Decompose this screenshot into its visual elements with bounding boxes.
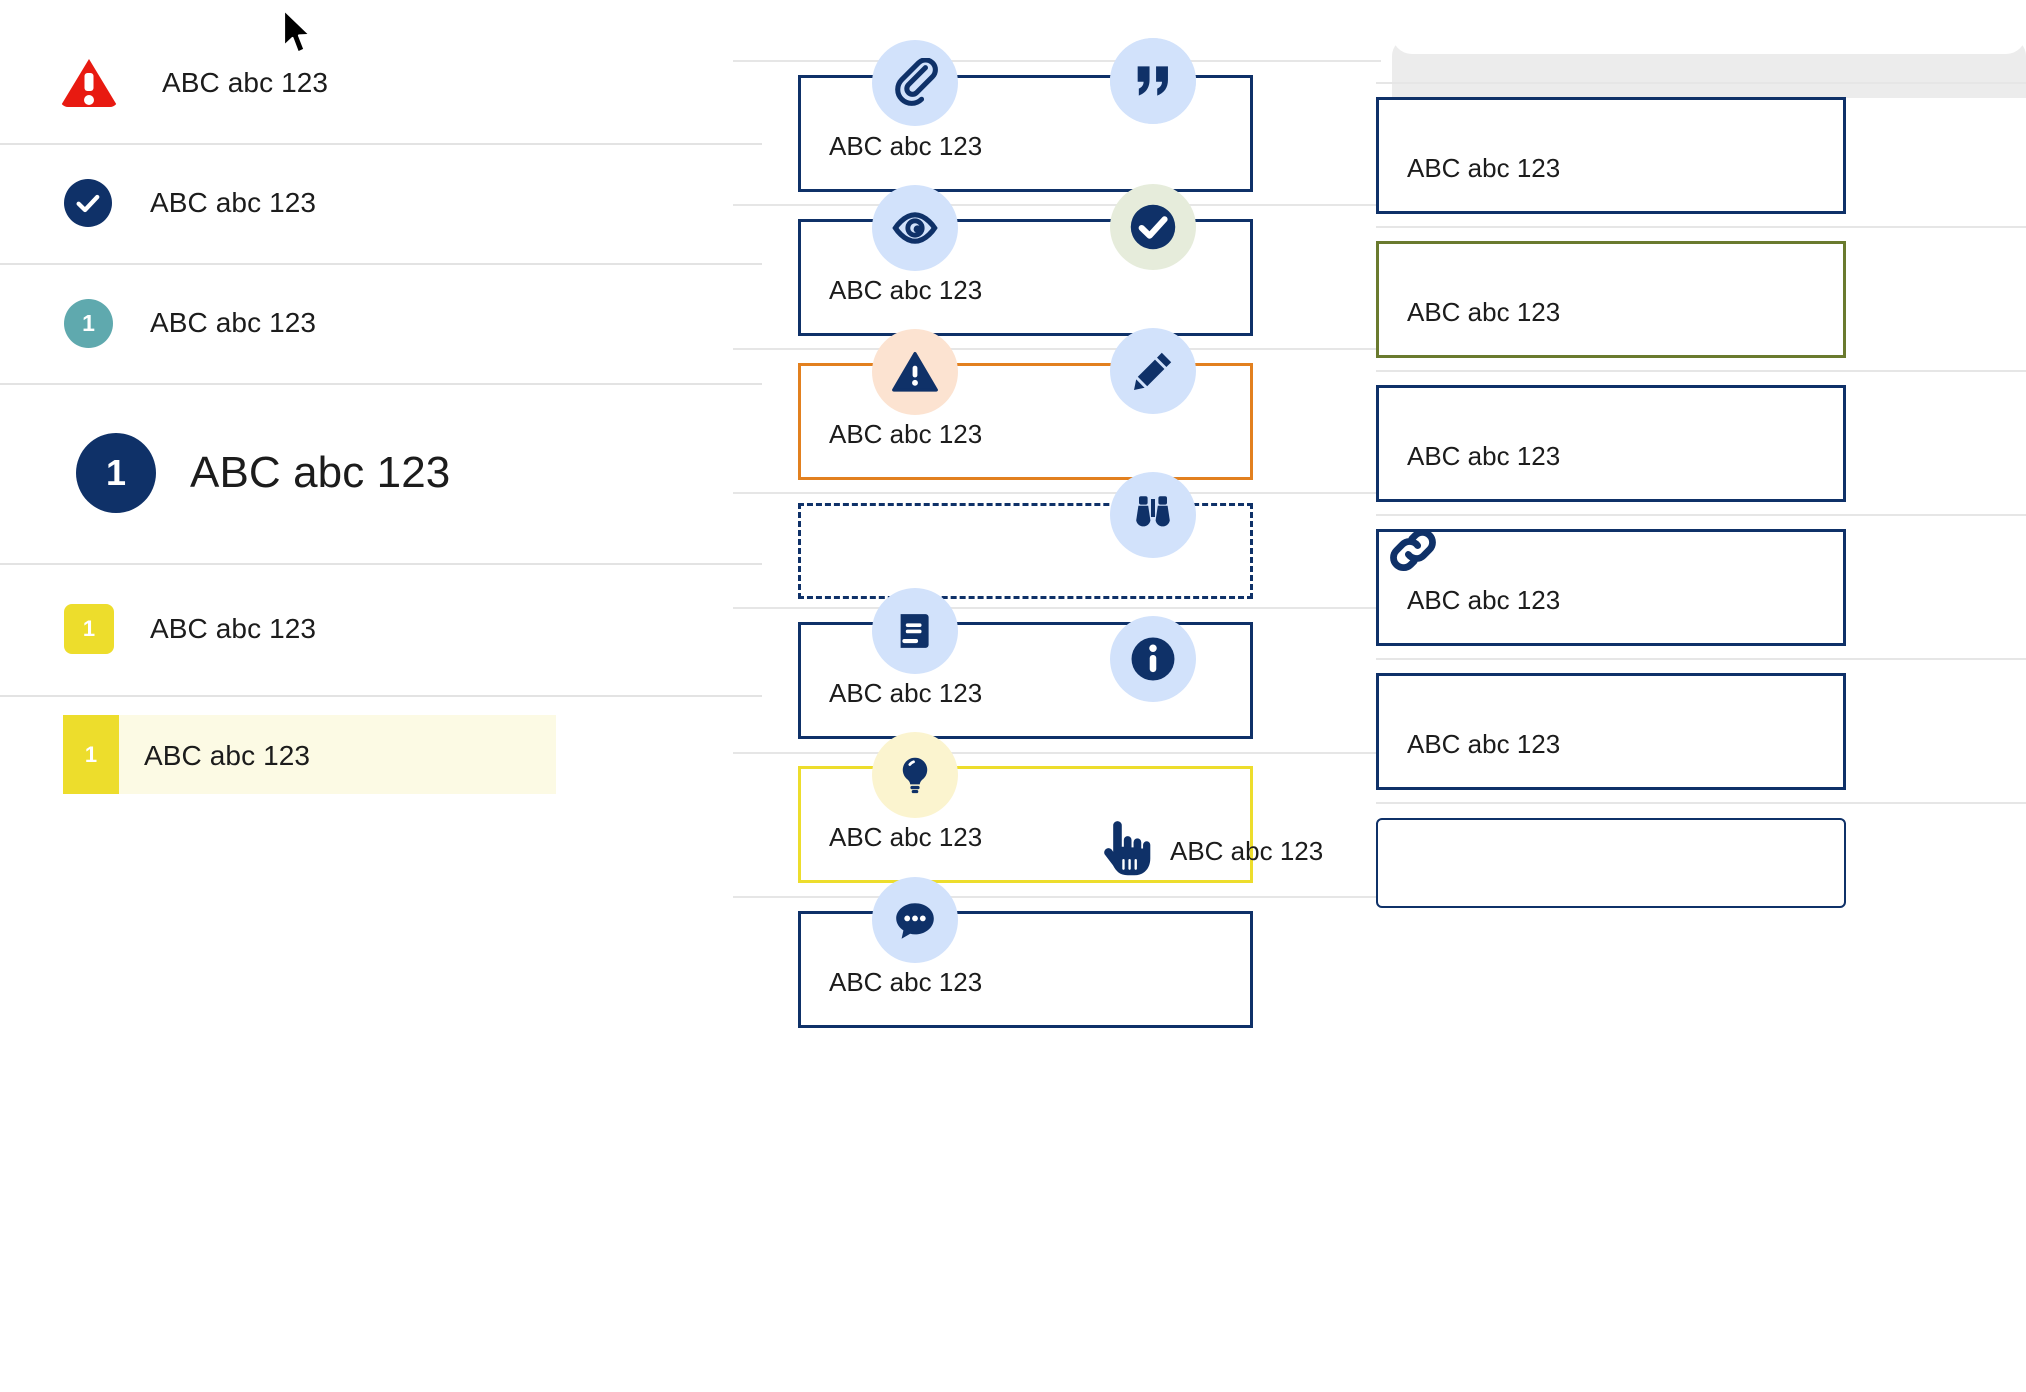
card-label: ABC abc 123 <box>1407 297 1561 327</box>
badge-count: 1 <box>84 741 98 767</box>
column-divider <box>733 204 1381 206</box>
list-item-yellow-highlight[interactable] <box>63 715 556 794</box>
card-confirmed[interactable]: ABC abc 123 <box>1376 241 1846 358</box>
badge-count: 1 <box>105 452 127 493</box>
card-label: ABC abc 123 <box>829 131 983 161</box>
card-label: ABC abc 123 <box>829 419 983 449</box>
column-divider <box>733 348 1381 350</box>
left-panel: ABC abc 123 ABC abc 123 1 ABC abc 123 1 … <box>0 0 762 1392</box>
background-panel-top <box>1392 0 2026 54</box>
list-item-alert[interactable]: ABC abc 123 <box>0 23 762 143</box>
list-item-yellow-count[interactable]: 1 ABC abc 123 <box>0 563 762 695</box>
row-divider <box>0 383 762 385</box>
row-divider <box>0 563 762 565</box>
info-circle-icon <box>1110 616 1196 702</box>
list-item-label: ABC abc 123 <box>162 67 329 98</box>
column-divider <box>1376 82 2026 84</box>
speech-bubble-icon <box>872 877 958 963</box>
link-chain-icon <box>1385 522 1441 578</box>
column-divider <box>1376 370 2026 372</box>
card-action[interactable] <box>1376 818 1846 908</box>
card-label: ABC abc 123 <box>1407 585 1561 615</box>
pencil-icon <box>1110 328 1196 414</box>
column-divider <box>733 60 1381 62</box>
check-circle-icon <box>1110 184 1196 270</box>
column-divider <box>733 896 1381 898</box>
binoculars-icon <box>1110 472 1196 558</box>
number-bar-icon: 1 <box>63 715 119 794</box>
list-item-primary-large[interactable]: 1 ABC abc 123 <box>0 383 762 563</box>
list-item-label: ABC abc 123 <box>150 613 317 644</box>
list-item-label: ABC abc 123 <box>144 740 311 771</box>
list-item-teal-count[interactable]: 1 ABC abc 123 <box>0 263 762 383</box>
card-label: ABC abc 123 <box>1407 729 1561 759</box>
card-observe[interactable]: ABC abc 123 <box>1376 529 1846 646</box>
row-divider <box>0 695 762 697</box>
column-divider <box>733 492 1381 494</box>
badge-count: 1 <box>82 309 95 336</box>
list-item-yellow-highlight-row <box>0 695 762 835</box>
card-action-label: ABC abc 123 <box>1170 836 1324 866</box>
number-square-icon: 1 <box>64 604 114 654</box>
card-label: ABC abc 123 <box>829 822 983 852</box>
card-quote[interactable]: ABC abc 123 <box>1376 97 1846 214</box>
list-item-label: ABC abc 123 <box>150 187 317 218</box>
list-item-label: ABC abc 123 <box>150 307 317 338</box>
paperclip-icon <box>872 40 958 126</box>
column-divider <box>733 752 1381 754</box>
card-label: ABC abc 123 <box>829 967 983 997</box>
warning-triangle-icon <box>58 55 120 111</box>
column-divider <box>1376 514 2026 516</box>
quotation-marks-icon <box>1110 38 1196 124</box>
check-circle-icon <box>64 179 112 227</box>
mouse-pointer-icon <box>281 8 315 58</box>
card-label: ABC abc 123 <box>1407 153 1561 183</box>
lightbulb-icon <box>872 732 958 818</box>
column-divider <box>1376 802 2026 804</box>
badge-count: 1 <box>82 616 96 641</box>
eye-icon <box>872 185 958 271</box>
list-item-success[interactable]: ABC abc 123 <box>0 143 762 263</box>
row-divider <box>0 263 762 265</box>
column-divider <box>1376 226 2026 228</box>
book-icon <box>872 588 958 674</box>
number-circle-icon: 1 <box>64 298 113 348</box>
card-edit[interactable]: ABC abc 123 <box>1376 385 1846 502</box>
card-info[interactable]: ABC abc 123 <box>1376 673 1846 790</box>
card-label: ABC abc 123 <box>1407 441 1561 471</box>
list-item-label: ABC abc 123 <box>190 448 451 497</box>
card-label: ABC abc 123 <box>829 275 983 305</box>
column-divider <box>1376 658 2026 660</box>
card-comment[interactable]: ABC abc 123 <box>798 911 1253 1028</box>
row-divider <box>0 143 762 145</box>
number-circle-icon: 1 <box>76 433 156 513</box>
column-divider <box>733 607 1381 609</box>
card-label: ABC abc 123 <box>829 678 983 708</box>
pointing-hand-icon <box>1098 818 1156 884</box>
warning-triangle-icon <box>872 329 958 415</box>
